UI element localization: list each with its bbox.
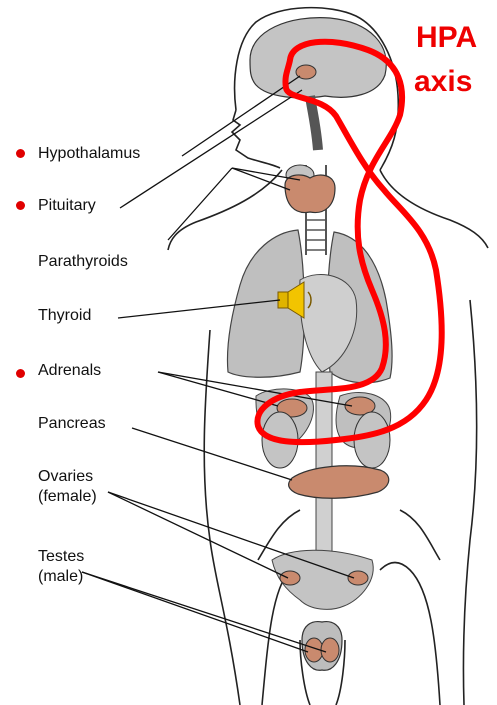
label-testes-sub: (male) (38, 568, 83, 586)
label-ovaries-sub: (female) (38, 488, 97, 506)
label-thyroid: Thyroid (38, 307, 91, 325)
right-ovary (348, 571, 368, 585)
label-adrenals: Adrenals (38, 362, 101, 380)
right-kidney (354, 412, 390, 468)
adrenals-highlight-dot (16, 369, 25, 378)
right-testis (321, 638, 339, 662)
pituitary-highlight-dot (16, 201, 25, 210)
trachea-rings (306, 210, 326, 250)
brain (250, 18, 386, 150)
pancreas (289, 466, 389, 498)
label-hypothalamus: Hypothalamus (38, 145, 140, 163)
left-ovary (280, 571, 300, 585)
diagram-title-line1: HPA (416, 22, 477, 54)
label-pancreas: Pancreas (38, 415, 106, 433)
diagram-title-line2: axis (414, 66, 472, 98)
label-ovaries: Ovaries (38, 468, 93, 486)
parathyroid-glands (285, 175, 335, 213)
label-pituitary: Pituitary (38, 197, 96, 215)
hypothalamus-highlight-dot (16, 149, 25, 158)
label-parathyroids: Parathyroids (38, 253, 128, 271)
label-testes: Testes (38, 548, 84, 566)
